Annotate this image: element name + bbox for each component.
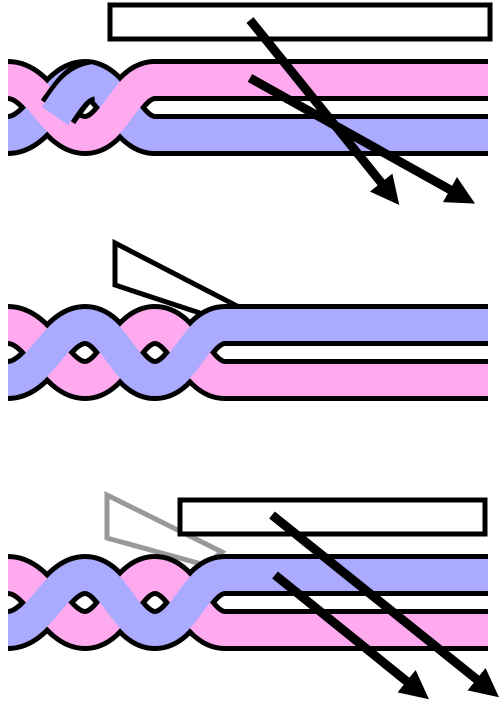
- bottom-arrow-2: [272, 571, 429, 700]
- panel-bottom: [4, 490, 499, 700]
- bottom-strand-blue: [5, 558, 488, 647]
- bottom-bar-rectangle: [177, 497, 488, 537]
- panel-middle: [4, 238, 488, 402]
- top-arrow-1: [246, 17, 400, 205]
- top-strand-pink: [5, 64, 488, 152]
- top-crossing-blue-over-fill: [41, 64, 99, 126]
- middle-strand-blue: [5, 308, 488, 397]
- top-bar-rectangle: [107, 2, 493, 42]
- panel-top: [4, 2, 493, 205]
- bottom-arrow-1: [269, 511, 499, 698]
- top-arrow-2: [247, 74, 476, 204]
